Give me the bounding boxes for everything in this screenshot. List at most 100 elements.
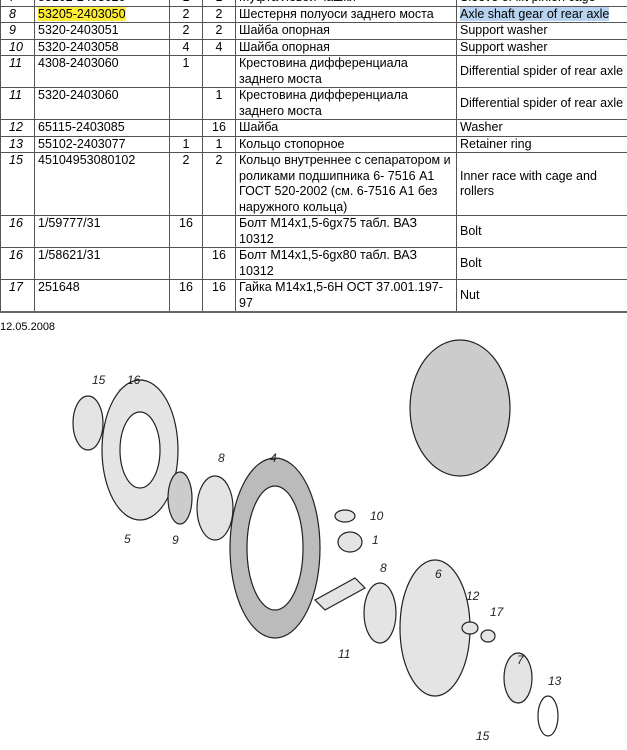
cell-part: 5320-2403058 bbox=[35, 39, 170, 56]
ru-text: Болт М14х1,5-6gх75 табл. ВАЗ 10312 bbox=[239, 216, 417, 246]
cell-part: 1/58621/31 bbox=[35, 248, 170, 280]
en-text: Inner race with cage and rollers bbox=[460, 169, 597, 199]
ru-text: Кольцо стопорное bbox=[239, 137, 344, 151]
cell-n: 8 bbox=[1, 6, 35, 23]
ru-text: Болт М14х1,5-6gх80 табл. ВАЗ 10312 bbox=[239, 248, 417, 278]
cell-n: 13 bbox=[1, 136, 35, 153]
en-text: Support washer bbox=[460, 23, 548, 37]
cell-en: Differential spider of rear axle bbox=[457, 88, 627, 120]
gear-8 bbox=[197, 476, 233, 540]
ru-text: Гайка М14х1,5-6Н ОСТ 37.001.197-97 bbox=[239, 280, 443, 310]
en-text: Bolt bbox=[460, 256, 482, 270]
pinion-1 bbox=[338, 532, 362, 552]
cell-q1 bbox=[170, 248, 203, 280]
cell-q1: 2 bbox=[170, 153, 203, 216]
cell-en: Bolt bbox=[457, 216, 627, 248]
cell-en: Support washer bbox=[457, 23, 627, 40]
parts-table: 755102-240302011Муфта левой чашкиSleeve … bbox=[0, 0, 627, 313]
n-text: 13 bbox=[9, 137, 23, 151]
cell-n: 10 bbox=[1, 39, 35, 56]
cell-ru: Шестерня полуоси заднего моста bbox=[236, 6, 457, 23]
q2-text: 16 bbox=[212, 248, 226, 262]
cell-ru: Болт М14х1,5-6gх80 табл. ВАЗ 10312 bbox=[236, 248, 457, 280]
part-text: 5320-2403060 bbox=[38, 88, 119, 102]
en-text: Differential spider of rear axle bbox=[460, 96, 623, 110]
cell-q2: 2 bbox=[203, 23, 236, 40]
cell-part: 45104953080102 bbox=[35, 153, 170, 216]
table-row: 16 1/58621/31 16 Болт М14х1,5-6gх80 табл. В… bbox=[1, 248, 627, 280]
cell-ru: Шайба опорная bbox=[236, 39, 457, 56]
callout-label: 4 bbox=[270, 451, 277, 465]
q2-text: 1 bbox=[216, 88, 223, 102]
cell-en: Axle shaft gear of rear axle bbox=[457, 6, 627, 23]
q1-text: 1 bbox=[183, 0, 190, 4]
cell-en: Differential spider of rear axle bbox=[457, 56, 627, 88]
callout-label: 8 bbox=[380, 561, 387, 575]
bearing-15 bbox=[73, 396, 103, 450]
cell-q1 bbox=[170, 120, 203, 137]
cell-ru: Гайка М14х1,5-6Н ОСТ 37.001.197-97 bbox=[236, 280, 457, 313]
q1-text: 2 bbox=[183, 23, 190, 37]
q1-text: 4 bbox=[183, 40, 190, 54]
n-text: 8 bbox=[9, 7, 16, 21]
part-text: 1/58621/31 bbox=[38, 248, 101, 262]
cell-q1: 2 bbox=[170, 6, 203, 23]
gear-8b bbox=[364, 583, 396, 643]
callout-label: 5 bbox=[124, 532, 131, 546]
cell-q1: 16 bbox=[170, 216, 203, 248]
en-text: Sleeve of lift pinion cage bbox=[460, 0, 596, 4]
cell-ru: Шайба bbox=[236, 120, 457, 137]
cell-n: 16 bbox=[1, 248, 35, 280]
callout-label: 15 bbox=[476, 729, 490, 743]
q2-text: 2 bbox=[216, 153, 223, 167]
cell-en: Inner race with cage and rollers bbox=[457, 153, 627, 216]
cell-n: 17 bbox=[1, 280, 35, 313]
cell-ru: Кольцо внутреннее с сепаратором и ролика… bbox=[236, 153, 457, 216]
n-text: 11 bbox=[9, 88, 22, 102]
part-text: 5320-2403051 bbox=[38, 23, 119, 37]
q1-text: 2 bbox=[183, 7, 190, 21]
cell-q1: 1 bbox=[170, 56, 203, 88]
en-text: Nut bbox=[460, 288, 479, 302]
part-text: 4308-2403060 bbox=[38, 56, 119, 70]
ru-text: Шайба bbox=[239, 120, 278, 134]
cell-q2: 16 bbox=[203, 248, 236, 280]
part-text: 65115-2403085 bbox=[38, 120, 125, 134]
q2-text: 2 bbox=[216, 23, 223, 37]
q2-text: 4 bbox=[216, 40, 223, 54]
en-text: Axle shaft gear of rear axle bbox=[460, 7, 609, 21]
n-text: 16 bbox=[9, 248, 23, 262]
spider-11 bbox=[315, 578, 365, 610]
n-text: 15 bbox=[9, 153, 23, 167]
cell-n: 9 bbox=[1, 23, 35, 40]
cell-ru: Кольцо стопорное bbox=[236, 136, 457, 153]
table-row: 11 5320-2403060 1 Крестовина дифференциала … bbox=[1, 88, 627, 120]
part-text: 55102-2403020 bbox=[38, 0, 126, 4]
ru-text: Крестовина дифференциала заднего моста bbox=[239, 88, 408, 118]
part-text: 45104953080102 bbox=[38, 153, 135, 167]
ru-text: Шайба опорная bbox=[239, 23, 330, 37]
n-text: 16 bbox=[9, 216, 23, 230]
cell-q1: 16 bbox=[170, 280, 203, 313]
cell-q2: 4 bbox=[203, 39, 236, 56]
q1-text: 1 bbox=[183, 137, 190, 151]
cell-q1: 2 bbox=[170, 23, 203, 40]
cell-q2: 1 bbox=[203, 88, 236, 120]
callout-label: 12 bbox=[466, 589, 480, 603]
q1-text: 16 bbox=[179, 280, 193, 294]
part-text: 251648 bbox=[38, 280, 80, 294]
cell-ru: Болт М14х1,5-6gх75 табл. ВАЗ 10312 bbox=[236, 216, 457, 248]
en-text: Washer bbox=[460, 120, 503, 134]
callout-label: 6 bbox=[435, 567, 442, 581]
ru-text: Кольцо внутреннее с сепаратором и ролика… bbox=[239, 153, 451, 214]
